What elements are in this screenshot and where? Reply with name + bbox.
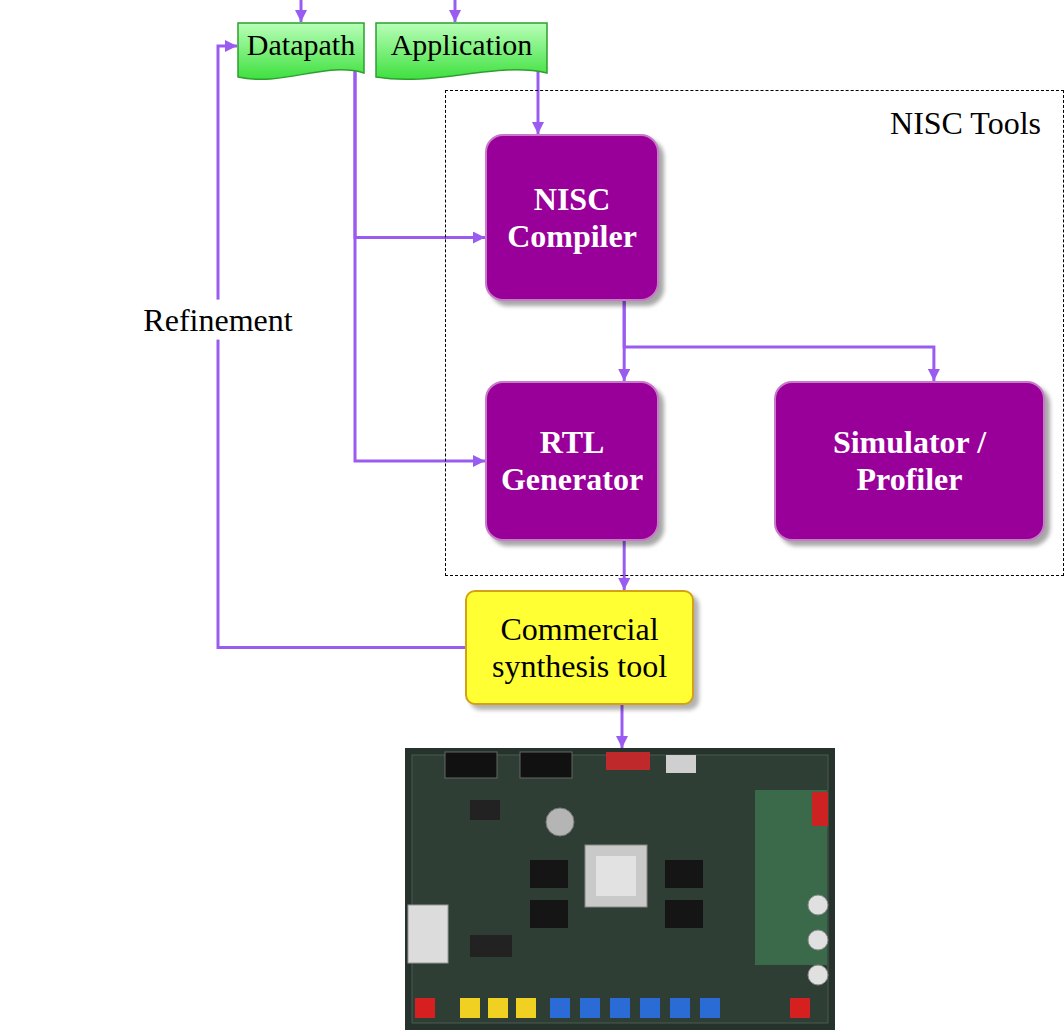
push-button	[700, 998, 720, 1018]
node-label: Simulator / Profiler	[782, 424, 1037, 498]
board-surface	[412, 755, 828, 1023]
flow-arrow	[624, 301, 934, 381]
push-button	[550, 998, 570, 1018]
analog-section	[755, 790, 827, 965]
memory-chip	[530, 860, 568, 888]
node-label: Application	[391, 28, 533, 63]
edge-label: Refinement	[141, 299, 294, 340]
battery	[546, 808, 574, 836]
output-arrow	[621, 705, 624, 748]
push-button	[610, 998, 630, 1018]
connector	[445, 752, 497, 778]
fpga-chip	[585, 845, 647, 907]
process-box: Simulator / Profiler	[774, 381, 1045, 541]
push-button	[670, 998, 690, 1018]
connector	[666, 755, 696, 773]
process-box: NISC Compiler	[485, 134, 659, 301]
push-button	[460, 998, 480, 1018]
push-button	[580, 998, 600, 1018]
push-button	[790, 998, 810, 1018]
input-document: Application	[375, 22, 548, 83]
incoming-arrow	[454, 0, 457, 22]
bnc-connector	[808, 895, 828, 915]
input-document: Datapath	[237, 22, 365, 83]
bnc-connector	[808, 930, 828, 950]
card-slot	[408, 905, 448, 963]
chip	[470, 935, 512, 957]
document-outline	[238, 23, 364, 79]
push-button	[516, 998, 536, 1018]
fpga-board-photo	[405, 748, 835, 1030]
push-button	[488, 998, 508, 1018]
flow-arrow	[623, 541, 626, 590]
process-box: RTL Generator	[485, 381, 659, 541]
memory-chip	[530, 900, 568, 928]
memory-chip	[665, 860, 703, 888]
chip-label	[596, 856, 636, 896]
flow-arrow	[218, 46, 465, 648]
group-title: NISC Tools	[890, 105, 1041, 142]
chip	[470, 800, 500, 820]
external-tool-box: Commercial synthesis tool	[465, 590, 694, 705]
flow-arrow	[355, 69, 485, 461]
flow-arrow	[537, 69, 540, 134]
node-label: Commercial synthesis tool	[473, 611, 686, 685]
push-button	[640, 998, 660, 1018]
node-label: NISC Compiler	[493, 181, 651, 255]
board-base	[405, 748, 835, 1030]
bnc-connector	[808, 965, 828, 985]
document-outline	[376, 23, 547, 79]
node-label: RTL Generator	[493, 424, 651, 498]
connector	[520, 752, 572, 778]
push-button	[415, 998, 435, 1018]
node-label: Datapath	[247, 28, 355, 63]
tool-group: NISC ToolsNISC CompilerRTL Generator Simu…	[445, 90, 1064, 576]
connector	[606, 752, 650, 770]
memory-chip	[665, 900, 703, 928]
flow-arrow	[355, 69, 485, 238]
connector	[812, 792, 828, 826]
incoming-arrow	[300, 0, 303, 22]
